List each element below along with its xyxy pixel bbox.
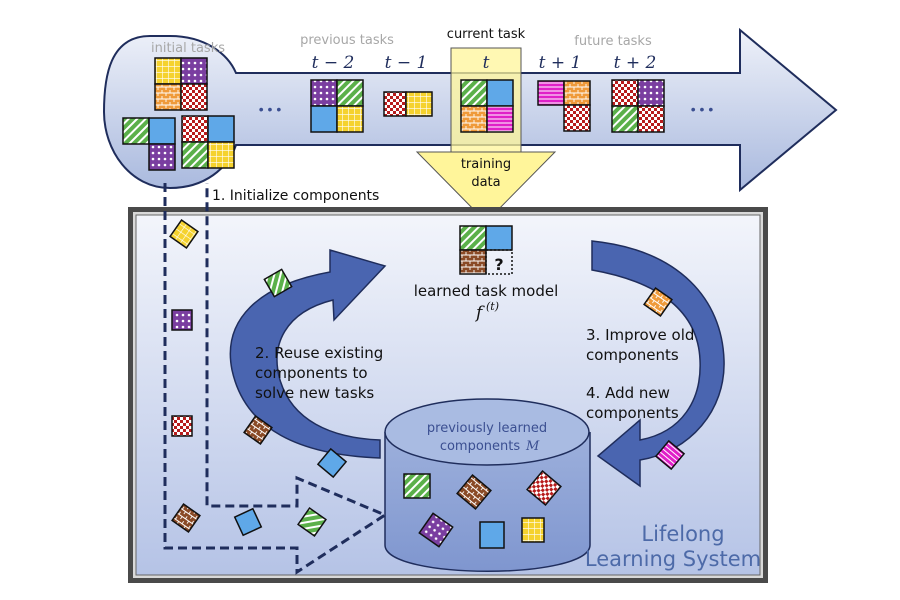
moving-pieces: [169, 219, 686, 537]
library-symbol: M: [525, 439, 540, 454]
learned-task-model-label: learned task model: [414, 282, 559, 300]
task-index-t-plus-2: t + 2: [614, 53, 657, 73]
initial-task-1: [154, 57, 208, 111]
step-reuse-line2: components to: [255, 364, 368, 382]
initial-tasks-label: initial tasks: [151, 41, 225, 56]
task-model-symbol: f: [474, 303, 485, 323]
initial-task-3: [181, 115, 235, 169]
previous-tasks-label: previous tasks: [300, 33, 394, 48]
ellipsis-right: • • •: [691, 101, 714, 117]
step-add-line2: components: [586, 404, 679, 422]
future-tasks-label: future tasks: [574, 34, 652, 49]
library-label-line1: previously learned: [427, 421, 547, 436]
training-data-label-line2: data: [471, 175, 500, 190]
task-index-t-minus-1: t − 1: [385, 53, 428, 73]
task-t: [460, 79, 514, 133]
system-title-line2: Learning System: [585, 547, 761, 571]
task-t-minus-2: [310, 79, 364, 133]
library-pieces: [403, 470, 562, 549]
step-reuse-line3: solve new tasks: [255, 384, 374, 402]
step-add-line1: 4. Add new: [586, 384, 670, 402]
step-improve-line2: components: [586, 346, 679, 364]
step-improve-line1: 3. Improve old: [586, 326, 694, 344]
initialize-path: [163, 183, 389, 575]
system-title-line1: Lifelong: [641, 522, 724, 546]
current-task-label: current task: [447, 27, 526, 42]
library-label-line2: components: [440, 439, 521, 454]
task-index-t-plus-1: t + 1: [539, 53, 582, 73]
step-initialize-label: 1. Initialize components: [212, 188, 379, 204]
task-t-plus-1: [537, 80, 591, 132]
ellipsis-left: • • •: [259, 101, 282, 117]
improve-add-arrow: [591, 240, 725, 488]
training-data-label-line1: training: [461, 157, 511, 172]
task-t-minus-1: [383, 91, 433, 117]
task-index-t-minus-2: t − 2: [312, 53, 355, 73]
task-t-plus-2: [611, 79, 665, 133]
missing-component-mark: ?: [494, 255, 503, 274]
task-index-t: t: [483, 53, 490, 73]
task-model-superscript: (t): [486, 300, 499, 313]
step-reuse-line1: 2. Reuse existing: [255, 344, 383, 362]
learned-task-model-icon: [459, 225, 513, 275]
initial-task-2: [122, 117, 176, 171]
